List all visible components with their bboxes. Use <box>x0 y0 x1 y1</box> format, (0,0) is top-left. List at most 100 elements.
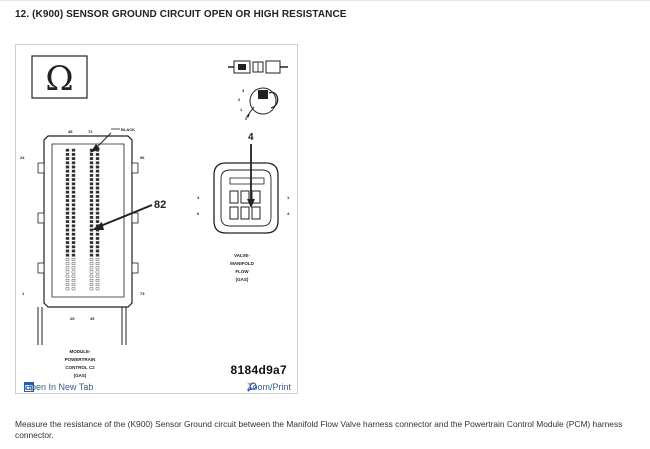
pin-cavity <box>89 182 94 186</box>
pin-cavity <box>89 194 94 198</box>
pin-cavity <box>71 232 76 236</box>
pin-cavity <box>95 245 100 249</box>
valve-connector: 4 3 6 1 4 VALVE- MANIFOLD FLOW (GAS) <box>197 132 290 282</box>
pin-cavity <box>95 257 100 261</box>
zoom-print-label: Zoom/Print <box>246 382 291 392</box>
pin-cavity <box>65 203 70 207</box>
pin-cavity <box>71 194 76 198</box>
svg-text:4: 4 <box>287 211 290 216</box>
pin-cavity <box>65 215 70 219</box>
pin-cavity <box>71 283 76 286</box>
pin-cavity <box>65 278 70 282</box>
svg-text:73: 73 <box>140 291 145 296</box>
pin-cavity <box>65 178 70 181</box>
svg-text:MANIFOLD: MANIFOLD <box>230 261 254 266</box>
pcm-pin-callout: 82 <box>154 199 166 211</box>
pin-cavity <box>95 161 100 165</box>
svg-text:3: 3 <box>197 195 200 200</box>
pin-cavity <box>65 266 70 270</box>
pin-cavity <box>95 215 100 219</box>
pin-cavity <box>95 287 100 291</box>
pin-cavity <box>65 148 70 152</box>
pin-cavity <box>89 186 94 190</box>
pin-cavity <box>95 262 100 265</box>
pin-cavity <box>89 283 94 286</box>
svg-text:25: 25 <box>70 316 75 321</box>
open-new-tab-link[interactable]: Open In New Tab <box>24 382 93 392</box>
pin-cavity <box>65 287 70 291</box>
pin-cavity <box>71 190 76 194</box>
svg-text:CONTROL C2: CONTROL C2 <box>65 365 95 370</box>
svg-text:VALVE-: VALVE- <box>234 253 250 258</box>
valve-pin-callout: 4 <box>248 132 254 143</box>
pin-cavity <box>71 148 76 152</box>
pin-cavity <box>89 165 94 169</box>
pin-cavity <box>89 169 94 173</box>
pin-cavity <box>89 287 94 291</box>
pin-cavity <box>71 178 76 181</box>
wiring-diagram: Ω 3 2 1 0 <box>20 55 290 378</box>
pin-cavity <box>89 178 94 181</box>
pin-cavity <box>89 236 94 240</box>
pin-cavity <box>65 169 70 173</box>
pin-cavity <box>65 194 70 198</box>
pin-cavity <box>95 270 100 274</box>
magnifier-icon <box>247 382 257 392</box>
pin-cavity <box>71 287 76 291</box>
pin-cavity <box>89 245 94 249</box>
pin-cavity <box>65 262 70 265</box>
pin-cavity <box>65 173 70 177</box>
svg-text:96: 96 <box>140 155 145 160</box>
pin-cavity <box>71 236 76 240</box>
pin-cavity <box>89 207 94 211</box>
pin-cavity <box>71 270 76 274</box>
svg-text:1: 1 <box>22 291 25 296</box>
svg-text:(GAS): (GAS) <box>74 373 87 378</box>
svg-text:24: 24 <box>20 155 25 160</box>
svg-text:49: 49 <box>90 316 95 321</box>
pin-cavity <box>65 245 70 249</box>
pin-cavity <box>89 274 94 278</box>
pin-cavity <box>71 224 76 228</box>
pin-cavity <box>65 182 70 186</box>
pin-cavity <box>89 249 94 253</box>
pin-cavity <box>65 274 70 278</box>
pin-cavity <box>95 157 100 161</box>
pin-cavity <box>95 173 100 177</box>
svg-text:6: 6 <box>197 211 200 216</box>
pin-cavity <box>65 207 70 211</box>
step-title: 12. (K900) SENSOR GROUND CIRCUIT OPEN OR… <box>15 9 347 20</box>
zoom-print-link[interactable]: Zoom/Print <box>247 382 291 392</box>
pin-cavity <box>71 152 76 156</box>
pin-cavity <box>89 190 94 194</box>
pin-cavity <box>65 241 70 244</box>
pin-cavity <box>89 241 94 244</box>
ohm-meter-icon: Ω <box>45 59 73 99</box>
pin-cavity <box>71 207 76 211</box>
pin-cavity <box>71 157 76 161</box>
pin-cavity <box>71 253 76 257</box>
pin-cavity <box>65 270 70 274</box>
svg-text:MODULE-: MODULE- <box>70 349 91 354</box>
pin-cavity <box>65 165 70 169</box>
pin-cavity <box>71 165 76 169</box>
pin-cavity <box>71 262 76 265</box>
pin-cavity <box>65 220 70 223</box>
pin-cavity <box>95 241 100 244</box>
pin-cavity <box>95 186 100 190</box>
pin-cavity <box>65 211 70 215</box>
pin-cavity <box>95 182 100 186</box>
pin-cavity <box>71 220 76 223</box>
pin-cavity <box>89 173 94 177</box>
pin-cavity <box>95 253 100 257</box>
pin-cavity <box>89 270 94 274</box>
ignition-key-icon: 3 2 1 0 <box>238 87 279 121</box>
pin-cavity <box>89 203 94 207</box>
pin-cavity <box>95 211 100 215</box>
pin-cavity <box>89 152 94 156</box>
pin-cavity <box>89 257 94 261</box>
pin-cavity <box>95 236 100 240</box>
pin-cavity <box>95 203 100 207</box>
pin-cavity <box>71 199 76 202</box>
svg-text:FLOW: FLOW <box>235 269 249 274</box>
